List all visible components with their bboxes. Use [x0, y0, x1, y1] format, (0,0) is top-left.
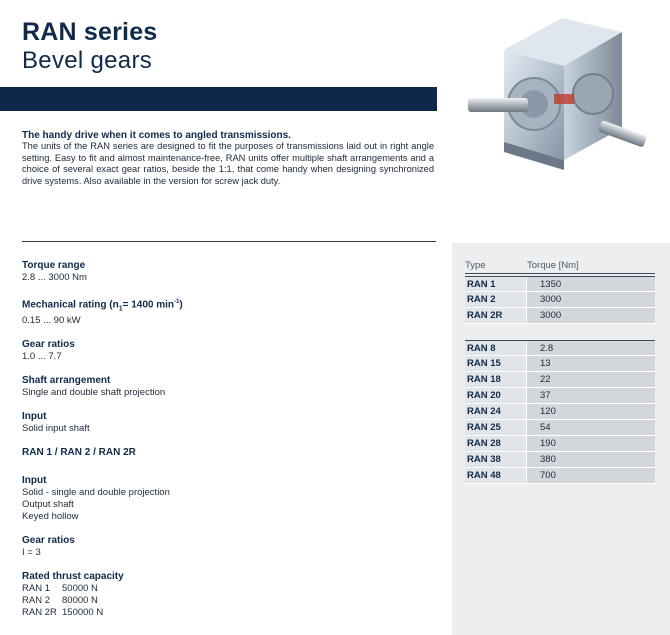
intro-text: The units of the RAN series are designed…: [22, 141, 434, 186]
models-heading-block: RAN 1 / RAN 2 / RAN 2R: [22, 447, 422, 459]
cell-type: RAN 1: [465, 277, 527, 291]
input-value: Solid input shaft: [22, 423, 90, 435]
input-2-label: Input: [22, 475, 47, 487]
specifications: Torque range 2.8 ... 3000 Nm Mechanical …: [22, 260, 422, 631]
input-2-line: Solid - single and double projection: [22, 487, 170, 499]
cell-type: RAN 20: [465, 388, 527, 403]
thrust-model: RAN 2: [22, 595, 50, 607]
thrust-model: RAN 2R: [22, 607, 57, 619]
cell-type: RAN 24: [465, 404, 527, 419]
page-subtitle: Bevel gears: [22, 47, 153, 74]
intro-heading: The handy drive when it comes to angled …: [22, 130, 291, 141]
thrust-value: 80000 N: [62, 595, 98, 607]
header-torque: Torque [Nm]: [527, 260, 579, 271]
torque-range: Torque range 2.8 ... 3000 Nm: [22, 260, 422, 284]
torque-range-label: Torque range: [22, 260, 86, 271]
cell-torque: 3000: [527, 292, 655, 307]
input-2-line: Keyed hollow: [22, 511, 79, 523]
cell-torque: 380: [527, 452, 655, 467]
thrust-capacity: Rated thrust capacity RAN 1 50000 N RAN …: [22, 571, 422, 619]
bevel-gearbox-image: [468, 18, 647, 170]
gear-ratios-label: Gear ratios: [22, 339, 75, 351]
section-divider: [22, 241, 436, 242]
cell-type: RAN 28: [465, 436, 527, 451]
input: Input Solid input shaft: [22, 411, 422, 435]
table-header: Type Torque [Nm]: [465, 260, 655, 274]
cell-type: RAN 8: [465, 341, 527, 355]
cell-type: RAN 38: [465, 452, 527, 467]
cell-type: RAN 2R: [465, 308, 527, 323]
cell-torque: 37: [527, 388, 655, 403]
mechanical-rating-label: Mechanical rating (n1= 1400 min-1): [22, 299, 183, 313]
cell-torque: 22: [527, 372, 655, 387]
thrust-value: 150000 N: [62, 607, 104, 619]
cell-type: RAN 48: [465, 468, 527, 483]
thrust-model: RAN 1: [22, 583, 50, 595]
shaft-arrangement-label: Shaft arrangement: [22, 375, 111, 387]
thrust-row: RAN 2 80000 N: [22, 595, 422, 607]
cell-type: RAN 25: [465, 420, 527, 435]
gear-ratios-2: Gear ratios I = 3: [22, 535, 422, 559]
models-heading: RAN 1 / RAN 2 / RAN 2R: [22, 447, 136, 459]
header-bar: [0, 87, 437, 111]
cell-torque: 54: [527, 420, 655, 435]
cell-torque: 2.8: [527, 341, 655, 355]
mechanical-rating-value: 0.15 ... 90 kW: [22, 315, 81, 327]
thrust-row: RAN 2R 150000 N: [22, 607, 422, 619]
cell-torque: 1350: [527, 277, 655, 291]
input-2-line: Output shaft: [22, 499, 74, 511]
mechanical-rating: Mechanical rating (n1= 1400 min-1) 0.15 …: [22, 296, 422, 327]
gear-ratios-2-label: Gear ratios: [22, 535, 75, 547]
gear-ratios: Gear ratios 1.0 ... 7.7: [22, 339, 422, 363]
cell-torque: 3000: [527, 308, 655, 323]
cell-torque: 120: [527, 404, 655, 419]
input-label: Input: [22, 411, 47, 423]
cell-type: RAN 15: [465, 356, 527, 371]
cell-torque: 190: [527, 436, 655, 451]
cell-torque: 700: [527, 468, 655, 483]
cell-type: RAN 18: [465, 372, 527, 387]
gear-ratios-2-value: I = 3: [22, 547, 41, 559]
torque-range-value: 2.8 ... 3000 Nm: [22, 272, 87, 283]
input-2: Input Solid - single and double projecti…: [22, 475, 422, 523]
cell-type: RAN 2: [465, 292, 527, 307]
thrust-capacity-label: Rated thrust capacity: [22, 571, 124, 583]
thrust-value: 50000 N: [62, 583, 98, 595]
cell-torque: 13: [527, 356, 655, 371]
header-type: Type: [465, 260, 486, 271]
thrust-row: RAN 1 50000 N: [22, 583, 422, 595]
gear-ratios-value: 1.0 ... 7.7: [22, 351, 62, 363]
shaft-arrangement-value: Single and double shaft projection: [22, 387, 166, 399]
shaft-arrangement: Shaft arrangement Single and double shaf…: [22, 375, 422, 399]
page-title: RAN series: [22, 18, 158, 46]
